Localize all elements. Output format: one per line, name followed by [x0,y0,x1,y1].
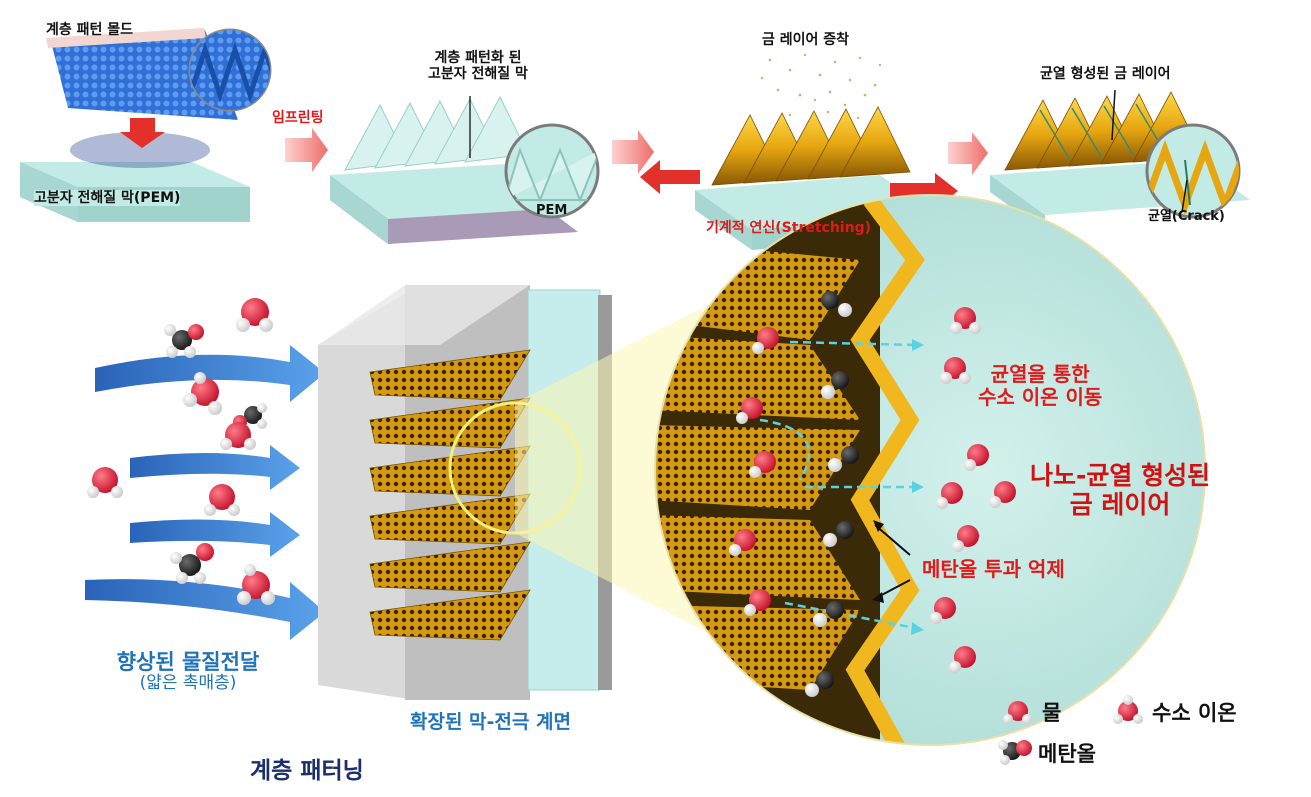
imprinting-label: 임프린팅 [272,110,324,126]
methanol-molecule [164,324,204,358]
water-molecule [236,298,273,332]
proton-transport-line1: 균열을 통한 [990,362,1090,386]
proton-transport-label: 균열을 통한 수소 이온 이동 [978,363,1102,409]
hierarchical-mold [50,30,238,120]
pem-block-top [20,162,250,187]
cracked-gold-label: 균열 형성된 금 레이어 [1040,66,1171,82]
proton-transport-line2: 수소 이온 이동 [978,385,1103,409]
step3-gold-deposition [640,53,958,250]
press-down-arrow [120,118,165,148]
legend-water: 물 [1042,697,1061,727]
methanol-cluster [805,291,859,697]
methanol-icon [998,740,1032,765]
legend-methanol-label: 메탄올 [1038,742,1096,766]
enhanced-transport-label: 향상된 물질전달 (얇은 촉매층) [88,650,288,694]
water-icon [1003,701,1032,724]
proton-icon [1113,695,1143,724]
molecules-left [87,298,275,605]
hierarchical-patterning-label: 계층 패터닝 [250,758,364,784]
patterned-gold-electrode [369,349,531,641]
patterned-pem-label: 계층 패턴화 된 고분자 전해질 막 [428,50,528,82]
legend-methanol: 메탄올 [1038,738,1096,768]
stretch-arrow-left [640,160,700,194]
legend-proton-label: 수소 이온 [1152,701,1237,725]
water-molecule [87,467,123,498]
crack-label: 균열(Crack) [1148,209,1225,224]
interface-label: 확장된 막-전극 계면 [410,711,571,733]
legend-water-label: 물 [1042,701,1062,725]
gold-particle-spray [760,53,882,127]
hydronium-molecule [220,422,256,450]
nanocrack-label: 나노-균열 형성된 금 레이어 [1030,461,1211,520]
flow-arrow-4 [85,579,325,640]
mold-label: 계층 패턴 몰드 [46,22,134,38]
hydronium-in-zoom [729,327,779,616]
stretching-label: 기계적 연신(Stretching) [706,220,871,236]
methanol-block-label: 메탄올 투과 억제 [922,557,1065,581]
process-arrow-3 [948,132,988,175]
membrane-electrode-block [318,285,612,700]
enhanced-transport-line2: (얇은 촉매층) [139,673,237,694]
legend-proton: 수소 이온 [1152,697,1237,727]
flow-arrow-3 [130,512,300,557]
nanocrack-line2: 금 레이어 [1069,489,1171,519]
hydronium-molecule [183,372,222,415]
gold-deposition-label: 금 레이어 증착 [762,32,850,48]
methanol-molecule [170,543,214,584]
process-arrow-2 [612,130,654,174]
zoom-detail [654,194,1206,746]
water-molecule [204,484,240,516]
hydronium-in-pem [930,307,1016,673]
process-arrow-1 [285,128,328,172]
step4-cracked-gold [990,89,1250,232]
nanocrack-line1: 나노-균열 형성된 [1030,461,1211,490]
flow-arrow-2 [130,445,300,490]
flow-arrow-1 [95,345,325,402]
patterned-pem-label-line2: 고분자 전해질 막 [428,66,528,83]
pem-zoom-label: PEM [536,203,568,218]
patterned-pem-label-line1: 계층 패턴화 된 [434,50,522,66]
step2-patterned-pem [330,95,600,244]
enhanced-transport-line1: 향상된 물질전달 [116,650,260,674]
pem-label: 고분자 전해질 막(PEM) [34,190,181,207]
legend-icons [998,695,1143,765]
hydronium-molecule [237,564,275,605]
